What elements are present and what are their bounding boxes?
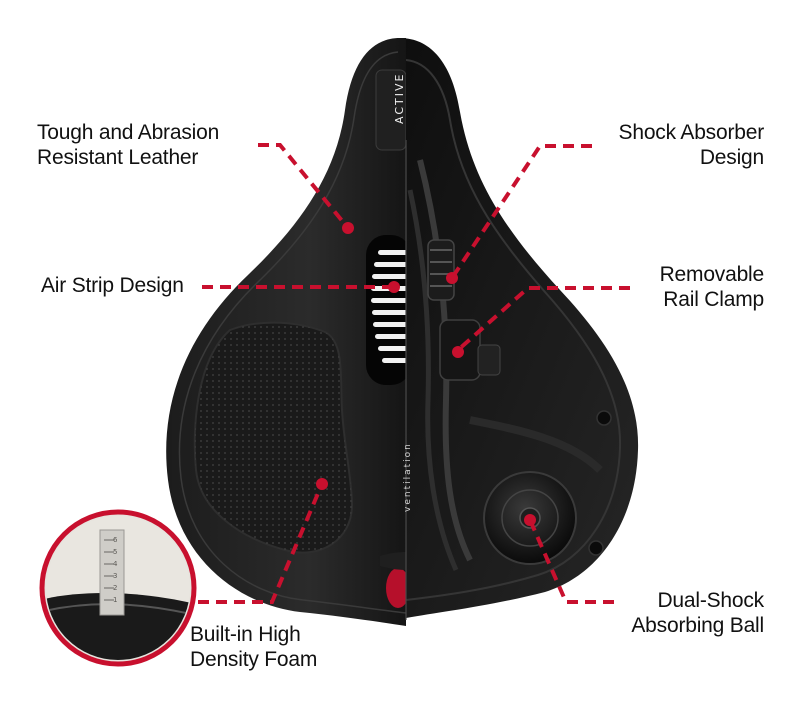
- callout-foam-line2: Density Foam: [190, 648, 318, 671]
- leader-leather: [258, 143, 350, 230]
- callout-rail: Removable Rail Clamp: [659, 262, 765, 312]
- leader-rail: [456, 286, 630, 352]
- brand-text: ACTIVE: [393, 72, 406, 124]
- callout-air-line1: Air Strip Design: [41, 274, 184, 297]
- callout-leaders: [198, 143, 630, 604]
- ruler-mark: 4: [113, 560, 118, 568]
- callout-foam-line1: Built-in High: [190, 623, 301, 646]
- callout-shock: Shock Absorber Design: [618, 120, 765, 170]
- saddle-body: [166, 38, 639, 626]
- ventilation-text: ventilation: [403, 442, 413, 512]
- ruler-mark: 5: [113, 548, 118, 556]
- ruler-mark: 6: [113, 536, 118, 544]
- callout-air: Air Strip Design: [41, 273, 184, 298]
- ruler-marks: 6 5 4 3 2 1: [113, 534, 123, 606]
- ruler-mark: 3: [113, 572, 118, 580]
- callout-leather-line1: Tough and Abrasion: [37, 121, 220, 144]
- callout-ball: Dual-Shock Absorbing Ball: [631, 588, 764, 638]
- callout-dots: [316, 222, 536, 526]
- callout-foam: Built-in High Density Foam: [190, 622, 317, 672]
- callout-ball-line1: Dual-Shock: [657, 589, 764, 612]
- callout-ball-line2: Absorbing Ball: [631, 614, 764, 637]
- callout-rail-line1: Removable: [659, 263, 765, 286]
- callout-shock-line1: Shock Absorber: [618, 121, 765, 144]
- ruler-mark: 1: [113, 596, 118, 604]
- ruler-mark: 2: [113, 584, 118, 592]
- foam-thickness-inset: [39, 509, 197, 667]
- leader-foam: [198, 483, 324, 604]
- callout-leather: Tough and Abrasion Resistant Leather: [37, 120, 219, 170]
- callout-leather-line2: Resistant Leather: [37, 146, 199, 169]
- callout-shock-line2: Design: [699, 146, 764, 169]
- callout-rail-line2: Rail Clamp: [663, 288, 764, 311]
